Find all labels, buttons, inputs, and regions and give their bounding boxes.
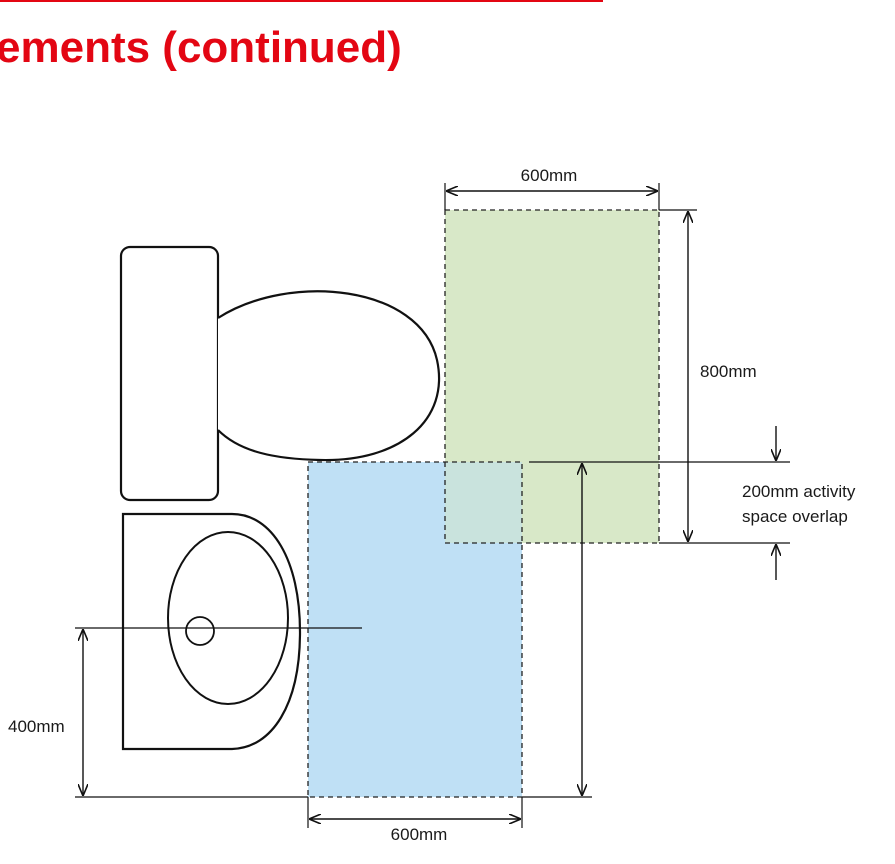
green-width-label: 600mm — [521, 166, 578, 185]
blue-zone-outline — [307, 461, 523, 798]
toilet-cistern — [119, 245, 220, 502]
overlap-label-line1: 200mm activity — [742, 482, 856, 501]
header-rule — [0, 0, 603, 2]
overlap-zone — [445, 462, 522, 543]
green-zone-outline — [444, 209, 660, 544]
toilet-bowl — [217, 290, 441, 462]
basin-bowl — [167, 531, 289, 705]
basin-drain — [185, 616, 215, 646]
overlap-label-line2: space overlap — [742, 507, 848, 526]
basin-offset-label: 400mm — [8, 717, 65, 736]
blue-width-label: 600mm — [391, 825, 448, 844]
page-title: ements (continued) — [0, 23, 402, 72]
washbasin — [121, 512, 302, 751]
green-height-label: 800mm — [700, 362, 757, 381]
